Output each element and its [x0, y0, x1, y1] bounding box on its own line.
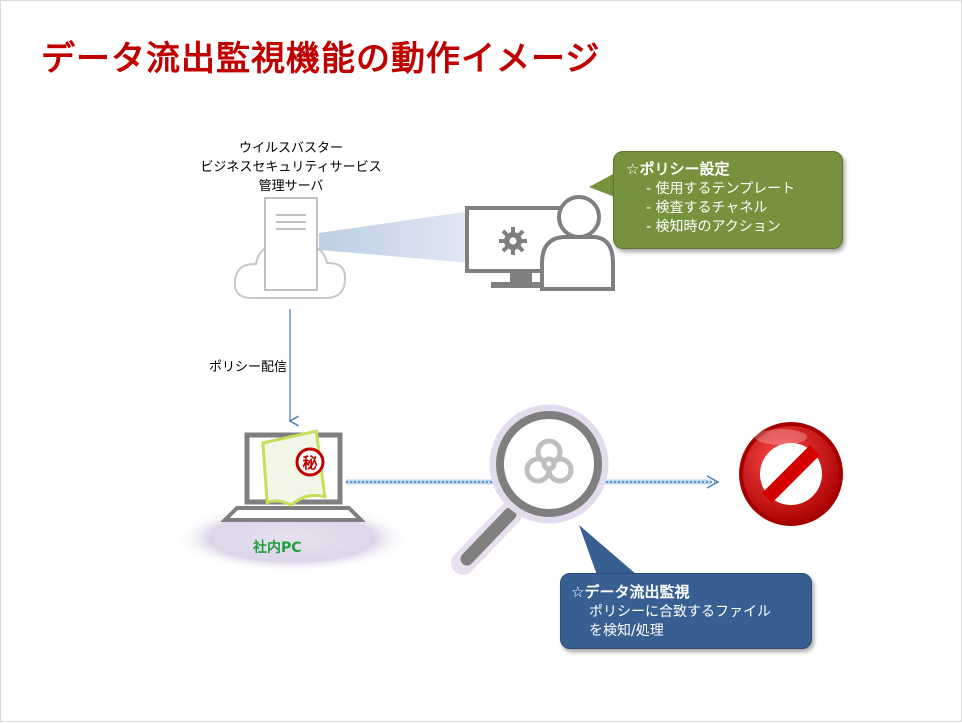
- policy-settings-item: - 検知時のアクション: [646, 219, 781, 235]
- server-label: ウイルスバスター ビジネスセキュリティサービス 管理サーバ: [191, 139, 391, 196]
- magnifier-biohazard-icon: [451, 404, 609, 575]
- policy-settings-item: - 使用するテンプレート: [646, 181, 796, 197]
- console-beam: [319, 211, 471, 263]
- server-label-line: ビジネスセキュリティサービス: [200, 160, 382, 175]
- confidential-document-icon: 秘: [261, 429, 327, 507]
- page-title: データ流出監視機能の動作イメージ: [41, 39, 601, 79]
- data-leak-monitor-line: を検知/処理: [589, 623, 664, 639]
- server-label-line: 管理サーバ: [258, 179, 324, 194]
- cloud-server-icon: [233, 197, 347, 299]
- pc-label: 社内PC: [253, 540, 302, 556]
- confidential-mark: 秘: [302, 454, 317, 472]
- policy-distribution-label: ポリシー配信: [209, 360, 288, 375]
- data-leak-monitor-line: ポリシーに合致するファイル: [589, 604, 771, 620]
- policy-settings-item: - 検査するチャネル: [646, 200, 768, 216]
- data-leak-monitor-heading: ☆データ流出監視: [571, 583, 690, 601]
- biohazard-icon: [524, 438, 574, 484]
- block-sign-icon: [739, 422, 843, 526]
- policy-settings-bubble: ☆ポリシー設定 - 使用するテンプレート - 検査するチャネル - 検知時のアク…: [613, 151, 843, 249]
- policy-bubble-tail: [589, 173, 615, 197]
- data-leak-monitor-bubble: ☆データ流出監視 ポリシーに合致するファイル を検知/処理: [560, 573, 812, 649]
- monitor-bubble-tail: [579, 525, 637, 575]
- server-label-line: ウイルスバスター: [238, 141, 343, 156]
- policy-settings-heading: ☆ポリシー設定: [626, 160, 730, 178]
- admin-console-icon: [465, 195, 615, 291]
